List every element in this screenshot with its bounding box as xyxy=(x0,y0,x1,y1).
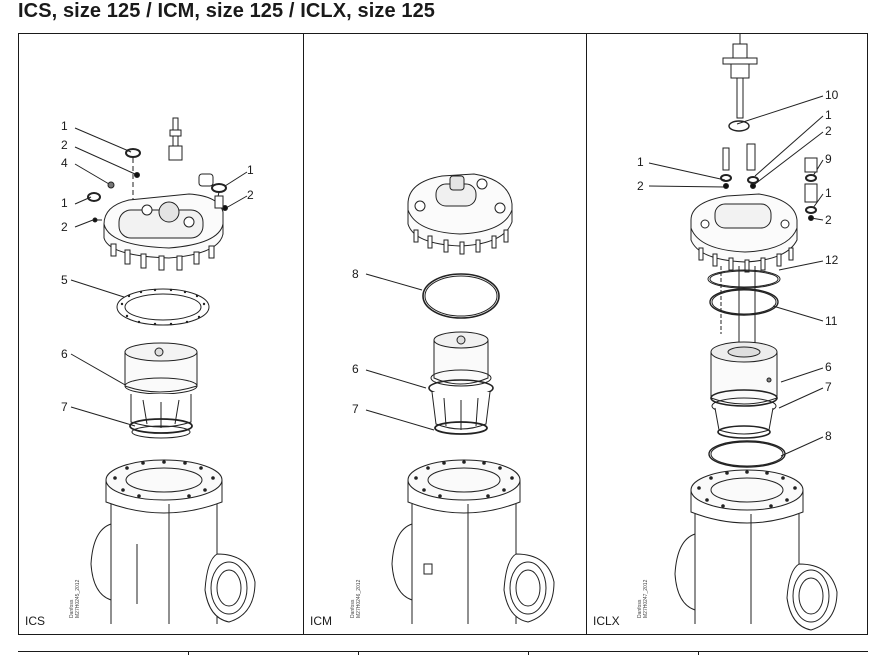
callout-number: 7 xyxy=(352,402,359,416)
callout-number: 1 xyxy=(61,119,68,133)
panel-label: ICM xyxy=(310,614,332,628)
panel-label: ICS xyxy=(25,614,46,628)
table-column-divider xyxy=(698,651,699,655)
callout-number: 11 xyxy=(825,314,838,328)
callout-number: 6 xyxy=(352,362,359,376)
callout-number: 6 xyxy=(825,360,832,374)
callout-number: 2 xyxy=(61,138,68,152)
callout-number: 1 xyxy=(247,163,254,177)
callout-number: 4 xyxy=(61,156,68,170)
callout-number: 7 xyxy=(825,380,832,394)
callout-number: 2 xyxy=(637,179,644,193)
callout-number: 2 xyxy=(825,124,832,138)
callout-number: 10 xyxy=(825,88,839,102)
callout-number: 8 xyxy=(825,429,832,443)
panel-label: ICLX xyxy=(593,614,620,628)
panel-divider xyxy=(586,34,587,634)
callout-number: 2 xyxy=(825,213,832,227)
callout-number: 1 xyxy=(61,196,68,210)
callout-number: 1 xyxy=(637,155,644,169)
callout-number: 9 xyxy=(825,152,832,166)
callout-number: 1 xyxy=(825,108,832,122)
callout-number: 6 xyxy=(61,347,68,361)
table-column-divider xyxy=(358,651,359,655)
page-title: ICS, size 125 / ICM, size 125 / ICLX, si… xyxy=(18,0,436,22)
callout-number: 5 xyxy=(61,273,68,287)
callout-number: 7 xyxy=(61,400,68,414)
iclx-exploded-drawing xyxy=(648,34,838,631)
callout-number: 2 xyxy=(247,188,254,202)
panel-divider xyxy=(303,34,304,634)
callout-number: 8 xyxy=(352,267,359,281)
callout-number: 1 xyxy=(825,186,832,200)
table-top-border xyxy=(18,651,868,652)
table-column-divider xyxy=(528,651,529,655)
table-column-divider xyxy=(188,651,189,655)
ics-exploded-drawing xyxy=(70,117,256,624)
icm-exploded-drawing xyxy=(365,173,555,624)
callout-number: 12 xyxy=(825,253,839,267)
callout-number: 2 xyxy=(61,220,68,234)
